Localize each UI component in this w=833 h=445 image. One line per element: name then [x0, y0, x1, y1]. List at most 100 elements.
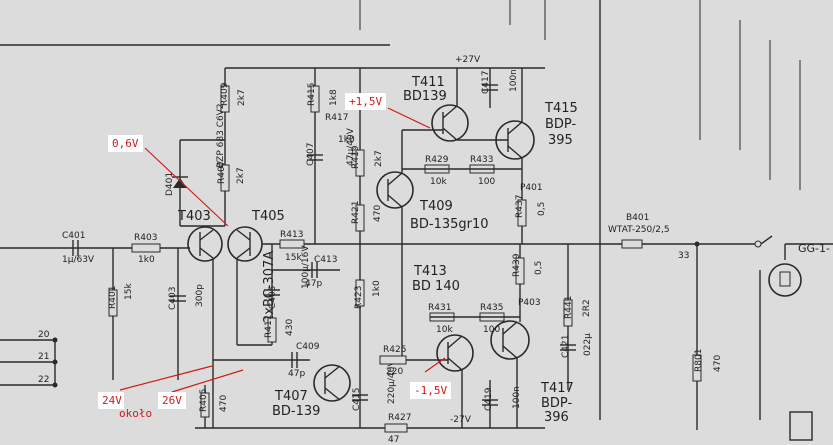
r411-body: [267, 317, 277, 343]
t409-lead-b: [387, 194, 403, 208]
t411-lead-b: [442, 127, 458, 141]
t409-lead-a: [387, 172, 403, 186]
r433-label: R433: [470, 155, 493, 165]
r413-value: 15k: [285, 253, 302, 263]
t413-lead-b: [447, 357, 463, 371]
pin22-label: 22: [38, 375, 49, 385]
r413-label: R413: [280, 230, 303, 240]
r425-label: R425: [383, 345, 406, 355]
c415-label: C415: [352, 388, 362, 411]
t417-type1: BDP-: [541, 396, 572, 411]
p403-label: P403: [518, 298, 541, 308]
speaker-symbol: [768, 263, 802, 297]
v15n-pointer: [424, 357, 446, 373]
c407-value: 47μ/40V: [346, 127, 356, 166]
t409-symbol: [376, 171, 414, 209]
t415-type1: BDP-: [545, 117, 576, 132]
r401-body: [108, 289, 118, 317]
r421-value: 470: [373, 205, 383, 222]
r419-label: R419: [351, 145, 361, 169]
r437-value: 0,5: [537, 202, 547, 216]
c421-value: 022μ: [583, 333, 593, 356]
pair-label: 2xBC-307A: [262, 251, 277, 323]
r429-label: R429: [425, 155, 449, 165]
voltage-note-plus15: +1,5V: [345, 93, 387, 110]
t417-lead-a: [502, 321, 518, 335]
r801-body: [692, 354, 702, 382]
r411-label: R411: [264, 315, 274, 338]
t413-type: BD 140: [412, 279, 460, 294]
t411-symbol: [431, 104, 469, 142]
t413-symbol: [436, 334, 474, 372]
r423-label: R423: [354, 286, 364, 309]
r419-value: 2k7: [374, 150, 384, 167]
c415-value: 220μ/40V: [387, 360, 397, 404]
r427-label: R427: [388, 413, 411, 423]
r423-value: 1k0: [372, 280, 382, 297]
r427-body: [384, 423, 408, 433]
c403-label: C403: [168, 287, 178, 310]
t415-type2: 395: [548, 133, 573, 148]
c417-label: C417: [481, 71, 491, 94]
c403-value: 300p: [195, 284, 205, 307]
b401-value: WTAT-250/2,5: [608, 225, 670, 235]
r425-value: 220: [386, 367, 403, 377]
t415-label: T415: [544, 101, 578, 116]
r405-value: 470: [219, 395, 229, 412]
t403-lead-b: [199, 247, 214, 259]
d401-symbol: [173, 178, 187, 188]
v06-pointer: [144, 147, 229, 227]
c407-label: C407: [306, 143, 316, 166]
speaker-coil: [779, 271, 791, 287]
t407-label: T407: [274, 389, 308, 404]
r441-label: R441: [564, 296, 574, 319]
r405-body: [200, 392, 210, 418]
r425-body: [379, 355, 407, 365]
r801-value: 470: [713, 355, 723, 372]
r417-label: R417: [325, 113, 348, 123]
c419-label: C419: [484, 387, 494, 411]
r407-value: 2k7: [236, 167, 246, 184]
r415-value: 1k8: [329, 89, 339, 106]
r421-body: [355, 204, 365, 232]
t415-lead-b: [507, 145, 523, 159]
r415-body: [310, 85, 320, 113]
r419-body: [355, 149, 365, 177]
v26-pointer: [171, 369, 244, 393]
r415-label: R415: [307, 83, 317, 106]
t403-label: T403: [177, 209, 211, 224]
c401-value: 1μ/63V: [62, 255, 95, 265]
c405-value: 100μ/16V: [301, 245, 311, 289]
t405-lead-b: [236, 247, 251, 259]
r421-label: R421: [351, 201, 361, 224]
r435-label: R435: [480, 303, 503, 313]
t405-label: T405: [251, 209, 285, 224]
voltage-note-06: 0,6V: [108, 135, 143, 152]
r407-body: [220, 164, 230, 192]
t411-lead-a: [442, 105, 458, 119]
p401-label: P401: [520, 183, 543, 193]
r417-value: 1k0: [338, 135, 355, 145]
voltage-note-minus15: -1,5V: [410, 382, 452, 399]
t407-lead-a: [324, 365, 341, 379]
r439-label: R439: [512, 253, 522, 277]
r405-label: R405: [199, 389, 209, 412]
c409-value: 47p: [288, 369, 305, 379]
r439-body: [515, 257, 525, 285]
r409-body: [220, 85, 230, 113]
r401-value: 15k: [124, 283, 134, 300]
b401-body: [621, 239, 643, 249]
t403-symbol: [187, 226, 223, 262]
t417-symbol: [490, 320, 530, 360]
t417-lead-b: [502, 345, 518, 359]
t409-label: T409: [419, 199, 453, 214]
r403-value: 1k0: [138, 255, 155, 265]
voltage-note-26: 26V: [158, 392, 186, 409]
t417-type2: 396: [544, 410, 569, 425]
r409-value: 2k7: [237, 89, 247, 106]
c413-value: 47p: [305, 279, 322, 289]
r411-value: 430: [285, 319, 295, 336]
t415-lead-a: [507, 121, 523, 135]
